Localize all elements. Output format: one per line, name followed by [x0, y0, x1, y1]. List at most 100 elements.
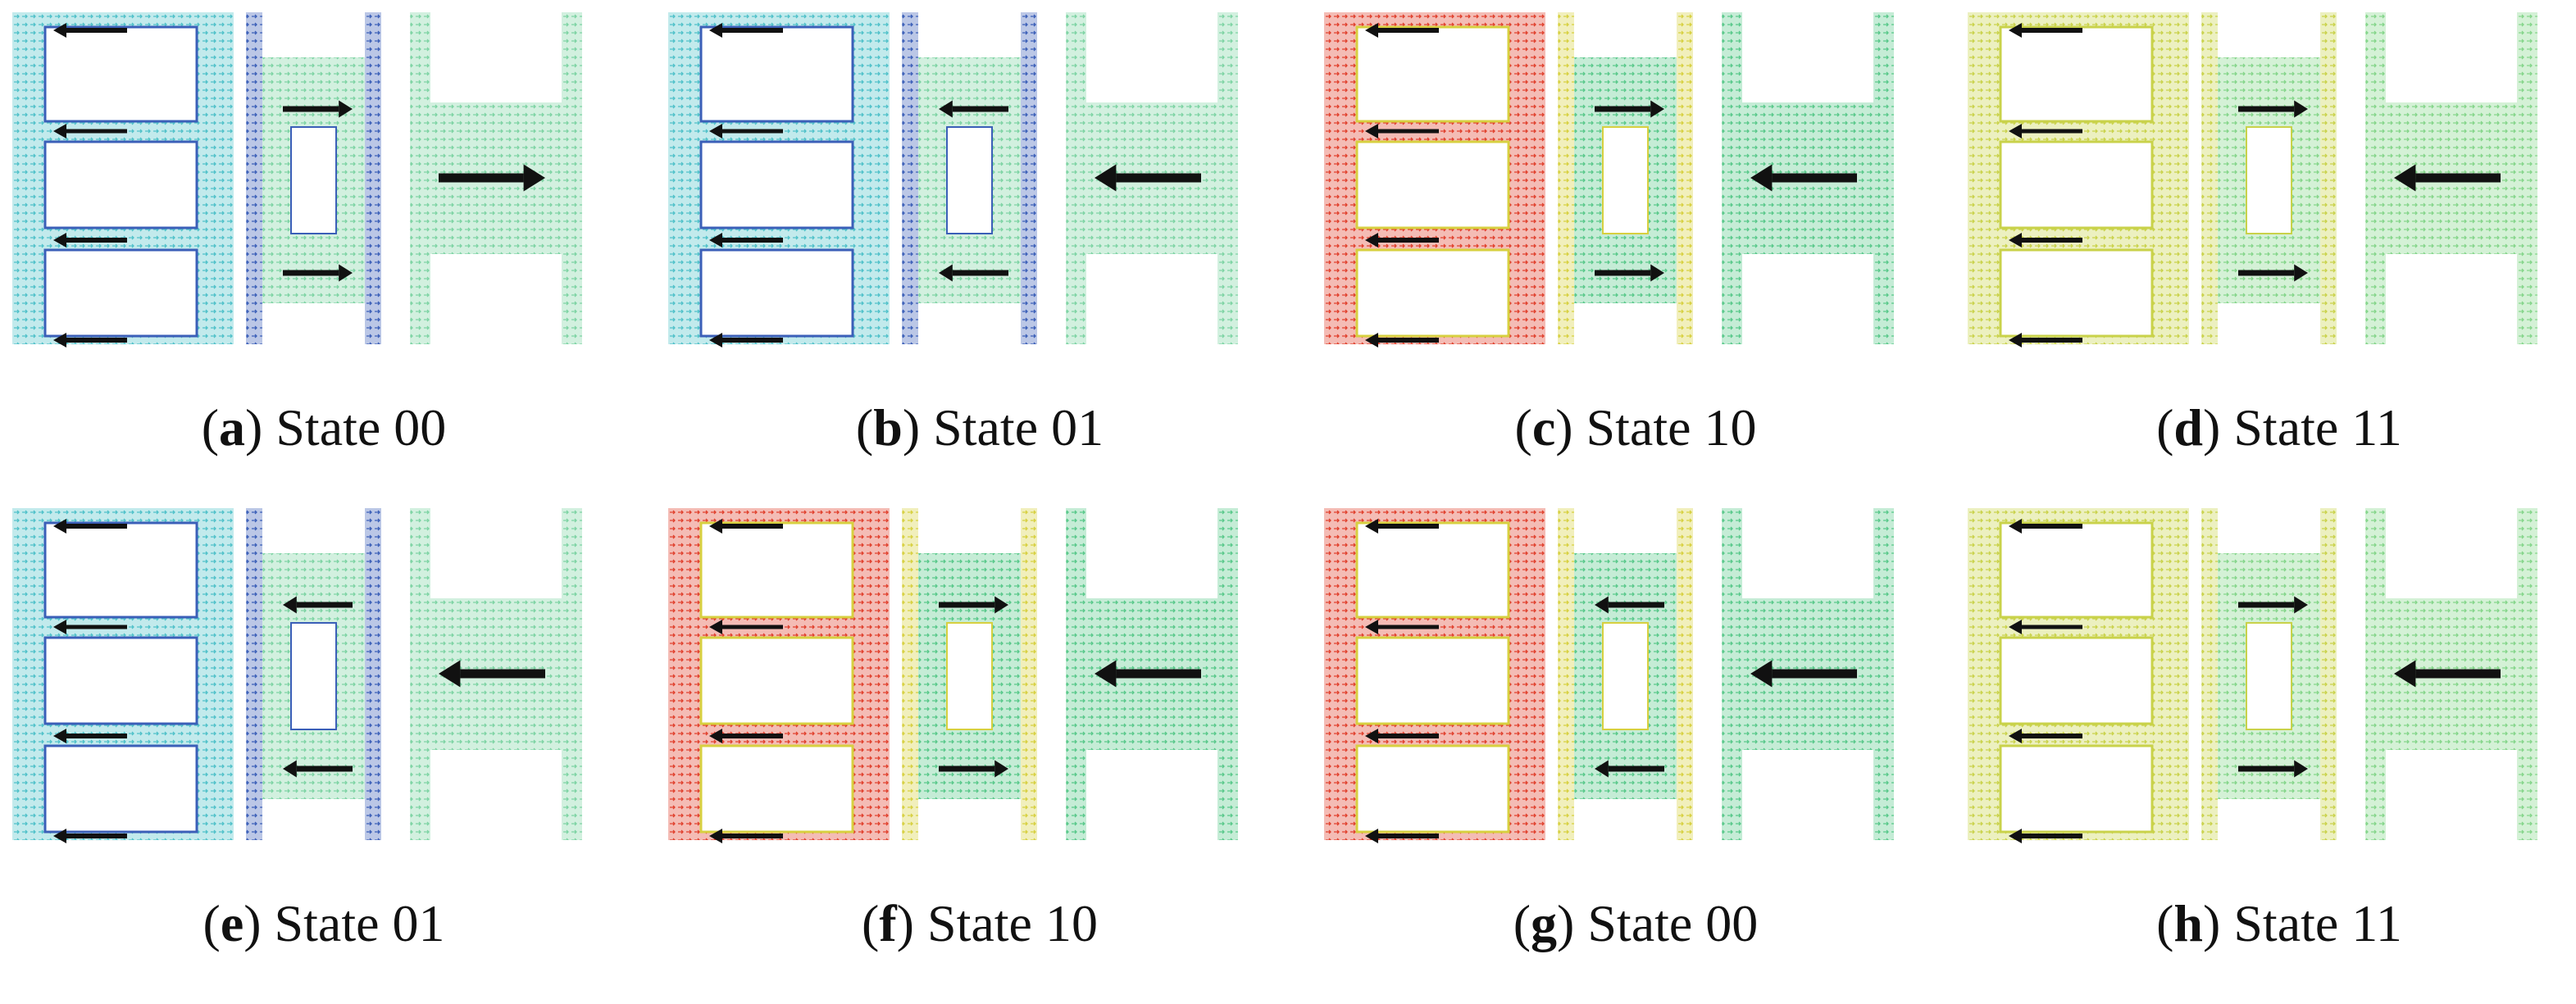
right-arrow — [1750, 660, 1857, 688]
mid-arrow-bottom — [283, 760, 353, 778]
ladder-window-1 — [699, 521, 854, 619]
right-arrow — [1750, 164, 1857, 192]
panel-g: (g) State 00 — [1324, 508, 1947, 1004]
mid-window — [1602, 622, 1649, 730]
ladder-window-3 — [1355, 744, 1510, 834]
caption-letter: b — [873, 398, 903, 457]
mid-window — [2246, 622, 2292, 730]
ladder-window-2 — [1999, 140, 2154, 229]
ladder-arrow-3 — [709, 729, 783, 743]
caption-f: (f) State 10 — [862, 894, 1098, 952]
ladder-window-2 — [1355, 636, 1510, 725]
caption-e: (e) State 01 — [203, 894, 445, 952]
mid-right-bar — [2320, 12, 2337, 344]
ladder-arrow-2 — [53, 124, 127, 139]
ladder-window-2 — [1999, 636, 2154, 725]
caption-text: State 11 — [2233, 398, 2402, 457]
ladder-arrow-3 — [1365, 729, 1439, 743]
ladder-window-1 — [1999, 521, 2154, 619]
ladder-window-3 — [699, 248, 854, 338]
ladder-arrow-3 — [709, 233, 783, 248]
caption-text: State 01 — [933, 398, 1104, 457]
panel-d: (d) State 11 — [1968, 12, 2576, 508]
ladder-window-3 — [699, 744, 854, 834]
right-right-bar — [562, 12, 582, 344]
ladder-window-2 — [699, 140, 854, 229]
right-right-bar — [2517, 508, 2537, 840]
ladder-arrow-4 — [2009, 333, 2082, 348]
mid-left-bar — [2201, 508, 2218, 840]
right-left-bar — [2365, 508, 2386, 840]
ladder-arrow-4 — [709, 829, 783, 843]
field-map-f — [668, 508, 1238, 843]
right-right-bar — [1873, 12, 1894, 344]
field-map-g — [1324, 508, 1894, 843]
caption-letter: a — [219, 398, 246, 457]
ladder-window-3 — [1355, 248, 1510, 338]
ladder-window-2 — [699, 636, 854, 725]
right-arrow — [439, 660, 545, 688]
mid-window — [290, 126, 337, 234]
panel-h: (h) State 11 — [1968, 508, 2576, 1004]
ladder-arrow-1 — [1365, 23, 1439, 38]
caption-a: (a) State 00 — [201, 398, 447, 457]
field-map-e — [12, 508, 582, 843]
mid-h-body — [918, 553, 1021, 799]
mid-window — [946, 622, 993, 730]
ladder-arrow-2 — [709, 124, 783, 139]
caption-c: (c) State 10 — [1514, 398, 1757, 457]
ladder-arrow-3 — [53, 729, 127, 743]
caption-h: (h) State 11 — [2156, 894, 2402, 952]
ladder-arrow-3 — [2009, 729, 2082, 743]
ladder-arrow-3 — [2009, 233, 2082, 248]
ladder-arrow-4 — [709, 333, 783, 348]
ladder-arrow-4 — [2009, 829, 2082, 843]
mid-left-bar — [902, 12, 918, 344]
mid-right-bar — [1677, 508, 1693, 840]
right-left-bar — [1722, 508, 1742, 840]
caption-letter: g — [1531, 894, 1558, 952]
ladder-arrow-4 — [1365, 333, 1439, 348]
mid-arrow-bottom — [1595, 760, 1664, 778]
mid-window — [290, 622, 337, 730]
caption-text: State 10 — [926, 894, 1098, 952]
mid-left-bar — [1558, 508, 1574, 840]
mid-arrow-bottom — [1595, 264, 1664, 282]
mid-h-body — [1574, 553, 1677, 799]
ladder-window-1 — [699, 25, 854, 123]
mid-arrow-top — [939, 100, 1008, 118]
panel-a: (a) State 00 — [12, 12, 635, 508]
ladder-window-1 — [1999, 25, 2154, 123]
mid-arrow-top — [1595, 100, 1664, 118]
ladder-arrow-4 — [53, 829, 127, 843]
ladder-arrow-1 — [53, 519, 127, 534]
right-right-bar — [2517, 12, 2537, 344]
right-right-bar — [1217, 12, 1238, 344]
ladder-arrow-1 — [2009, 519, 2082, 534]
mid-h-body — [262, 57, 365, 303]
mid-arrow-top — [1595, 596, 1664, 614]
panel-b: (b) State 01 — [668, 12, 1291, 508]
caption-text: State 00 — [275, 398, 447, 457]
mid-arrow-top — [939, 596, 1008, 614]
mid-right-bar — [365, 12, 381, 344]
mid-arrow-top — [2238, 596, 2308, 614]
ladder-arrow-3 — [1365, 233, 1439, 248]
right-arrow — [439, 164, 545, 192]
ladder-arrow-1 — [2009, 23, 2082, 38]
mid-h-body — [918, 57, 1021, 303]
ladder-arrow-2 — [1365, 620, 1439, 634]
mid-right-bar — [1677, 12, 1693, 344]
ladder-window-2 — [43, 140, 198, 229]
mid-arrow-bottom — [939, 760, 1008, 778]
ladder-arrow-2 — [1365, 124, 1439, 139]
ladder-window-3 — [43, 744, 198, 834]
right-left-bar — [1066, 508, 1086, 840]
mid-right-bar — [1021, 12, 1037, 344]
right-left-bar — [2365, 12, 2386, 344]
right-left-bar — [410, 508, 430, 840]
ladder-window-3 — [1999, 248, 2154, 338]
mid-window — [946, 126, 993, 234]
right-arrow — [1095, 660, 1201, 688]
mid-arrow-top — [283, 596, 353, 614]
